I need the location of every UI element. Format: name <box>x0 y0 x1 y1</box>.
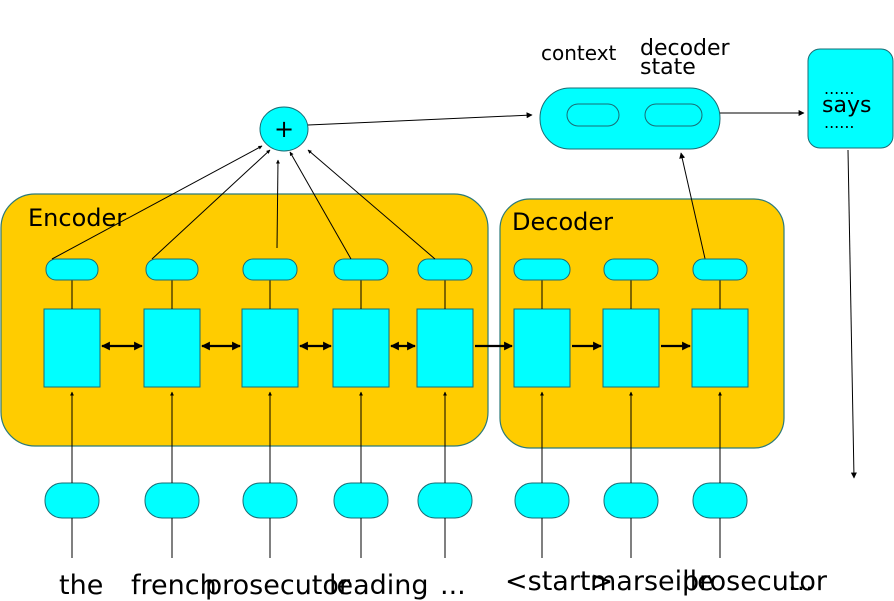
word-prosecutor: prosecutor <box>205 570 351 601</box>
word-the: the <box>59 570 103 601</box>
rnn-cell-enc-5 <box>416 308 474 388</box>
attention-arrows <box>51 145 436 260</box>
decoder-state-label-line2: state <box>640 55 696 80</box>
output-down-arrow <box>847 149 857 479</box>
rnn-cell-enc-2 <box>143 308 201 388</box>
input-embedding-dec-1 <box>514 482 570 519</box>
word-french: french <box>131 570 217 601</box>
word-prosecutor-decoder: prosecutor <box>682 566 828 597</box>
rnn-cell-enc-3 <box>241 308 299 388</box>
input-embedding-enc-3 <box>242 482 298 519</box>
hidden-state-dec-3 <box>692 258 748 281</box>
hidden-state-enc-3 <box>242 258 298 281</box>
rnn-cell-dec-2 <box>602 308 660 388</box>
output-dots-bottom: ...... <box>824 113 855 132</box>
rnn-cell-dec-3 <box>691 308 749 388</box>
input-embedding-dec-2 <box>603 482 659 519</box>
rnn-columns <box>43 258 749 558</box>
context-label: context <box>541 41 617 65</box>
output-dots-top: ...... <box>824 79 855 98</box>
output-node <box>807 48 894 149</box>
attention-arrow-1 <box>51 145 263 260</box>
rnn-cell-enc-1 <box>43 308 101 388</box>
word-leading: leading <box>329 570 429 601</box>
hidden-state-enc-5 <box>417 258 473 281</box>
decoder-state-label-line1: decoder <box>640 36 731 61</box>
input-embedding-enc-5 <box>417 482 473 519</box>
attention-arrow-4 <box>289 151 352 260</box>
input-embedding-enc-4 <box>333 482 389 519</box>
attention-arrow-5 <box>307 149 436 260</box>
hidden-state-dec-2 <box>603 258 659 281</box>
input-embedding-dec-3 <box>692 482 748 519</box>
decoder-state-vector <box>644 103 703 127</box>
decoder-hidden-to-state-arrow <box>679 152 707 264</box>
word-encoder-ellipsis: ... <box>440 570 466 601</box>
hidden-state-enc-1 <box>45 258 99 281</box>
hidden-state-enc-4 <box>333 258 389 281</box>
word-decoder-ellipsis: ... <box>788 566 814 597</box>
input-embedding-enc-2 <box>144 482 200 519</box>
word-start: <start> <box>505 566 613 597</box>
hidden-state-enc-2 <box>145 258 199 281</box>
attention-arrow-3 <box>275 159 280 249</box>
plus-symbol: + <box>274 115 294 143</box>
hidden-state-dec-1 <box>513 258 571 281</box>
rnn-cell-enc-4 <box>332 308 390 388</box>
input-embedding-enc-1 <box>44 482 100 519</box>
word-marseille: marseille <box>590 566 714 597</box>
decoder-label: Decoder <box>512 208 613 236</box>
rnn-cell-dec-1 <box>513 308 571 388</box>
sum-to-concat-arrow <box>307 112 533 126</box>
concat-node <box>539 87 721 150</box>
attention-sum-node <box>259 106 309 152</box>
attention-arrow-2 <box>151 149 271 260</box>
output-word: says <box>822 93 871 118</box>
encoder-label: Encoder <box>28 204 126 232</box>
context-vector <box>566 103 620 127</box>
